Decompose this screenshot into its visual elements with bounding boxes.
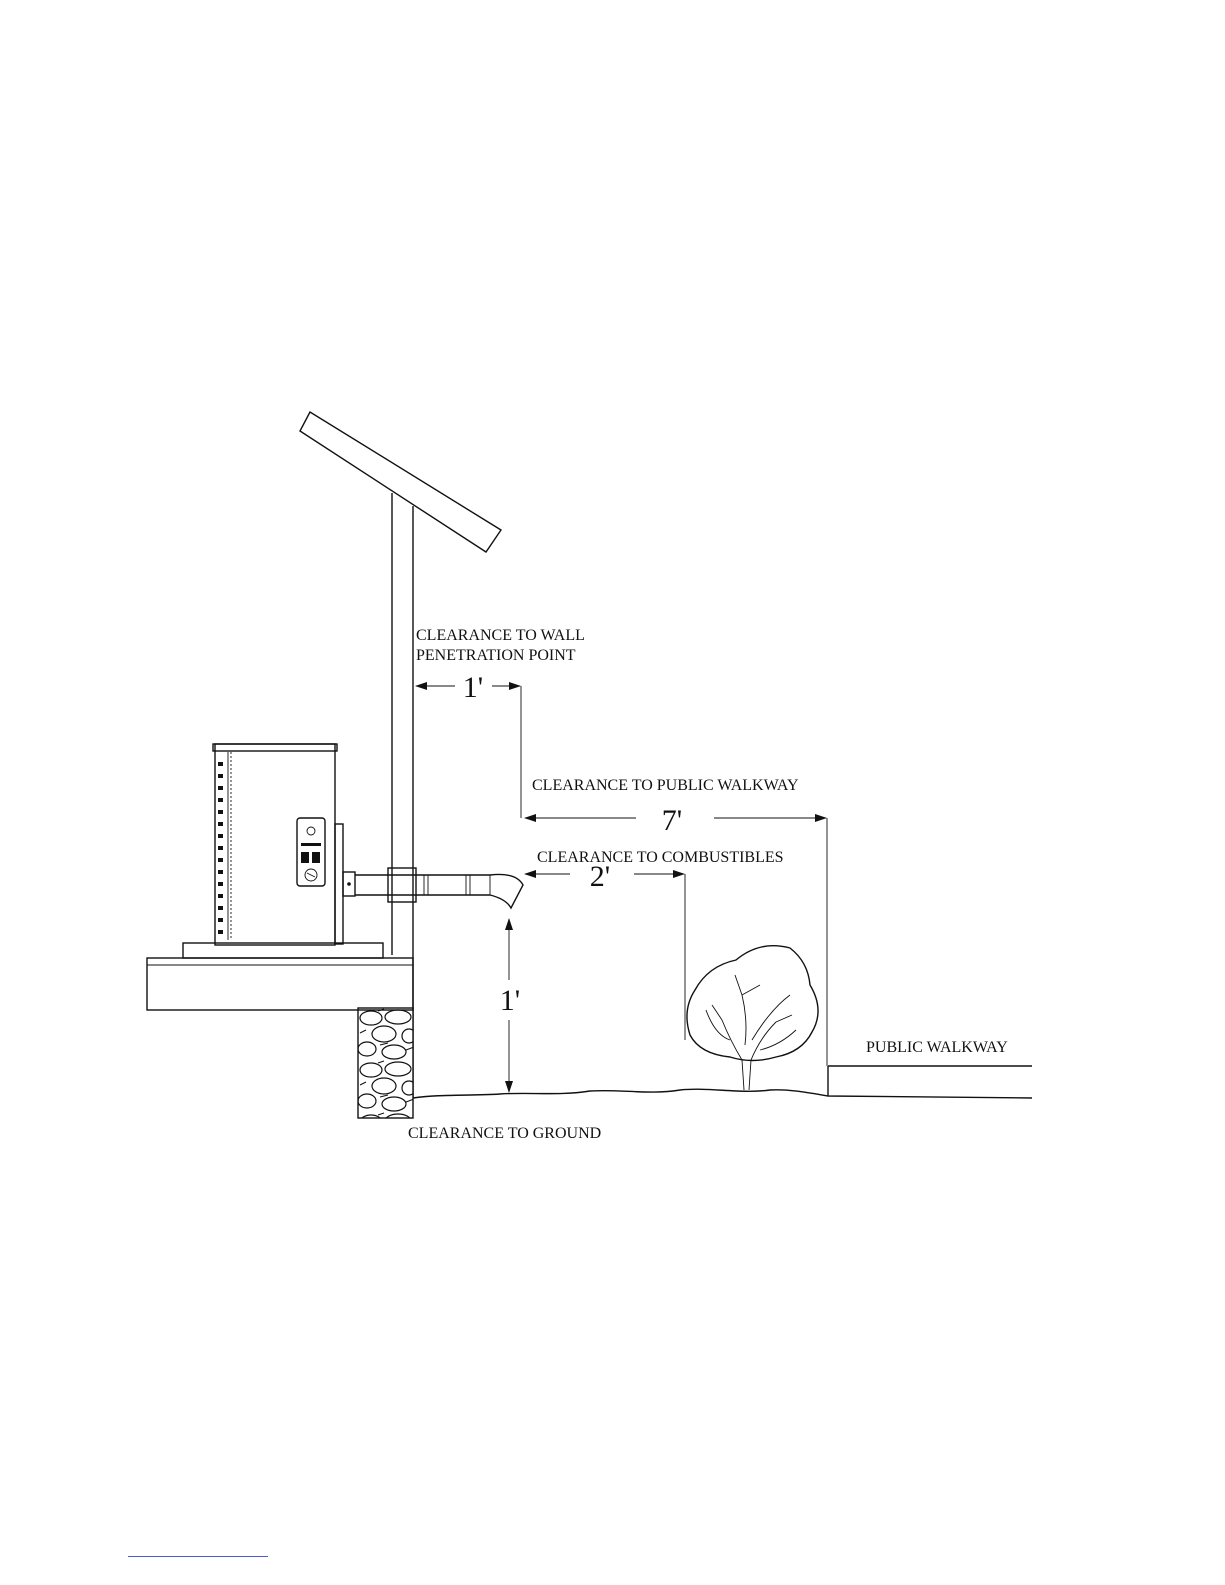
roof — [300, 412, 501, 552]
deck-slab — [147, 943, 413, 1010]
control-panel — [297, 818, 325, 886]
dim-wall-penetration: 1' — [416, 671, 521, 818]
dim-public-walkway: 7' — [525, 804, 827, 1066]
label-public-walkway: PUBLIC WALKWAY — [866, 1039, 1008, 1056]
label-ground-clearance: CLEARANCE TO GROUND — [408, 1125, 601, 1142]
shrub — [687, 946, 818, 1090]
label-combustibles-clearance: CLEARANCE TO COMBUSTIBLES — [537, 849, 784, 866]
label-wall-clearance-line2: PENETRATION POINT — [416, 647, 576, 664]
dim-value-wall-penetration: 1' — [463, 671, 483, 704]
dim-value-public-walkway: 7' — [662, 804, 682, 837]
dim-value-ground: 1' — [500, 984, 520, 1017]
stone-foundation — [358, 1008, 413, 1118]
vent-pipe — [343, 868, 523, 908]
public-walkway — [828, 1066, 1032, 1096]
ground-line — [413, 1089, 1032, 1098]
label-wall-clearance-line1: CLEARANCE TO WALL — [416, 627, 585, 644]
dim-combustibles: 2' — [525, 860, 685, 1040]
side-louvers — [218, 762, 223, 934]
house-wall — [392, 493, 413, 1098]
water-heater-unit — [213, 744, 343, 945]
label-public-walkway-clearance: CLEARANCE TO PUBLIC WALKWAY — [532, 777, 799, 794]
footnote-rule — [128, 1556, 268, 1557]
dim-ground: 1' — [500, 919, 520, 1092]
